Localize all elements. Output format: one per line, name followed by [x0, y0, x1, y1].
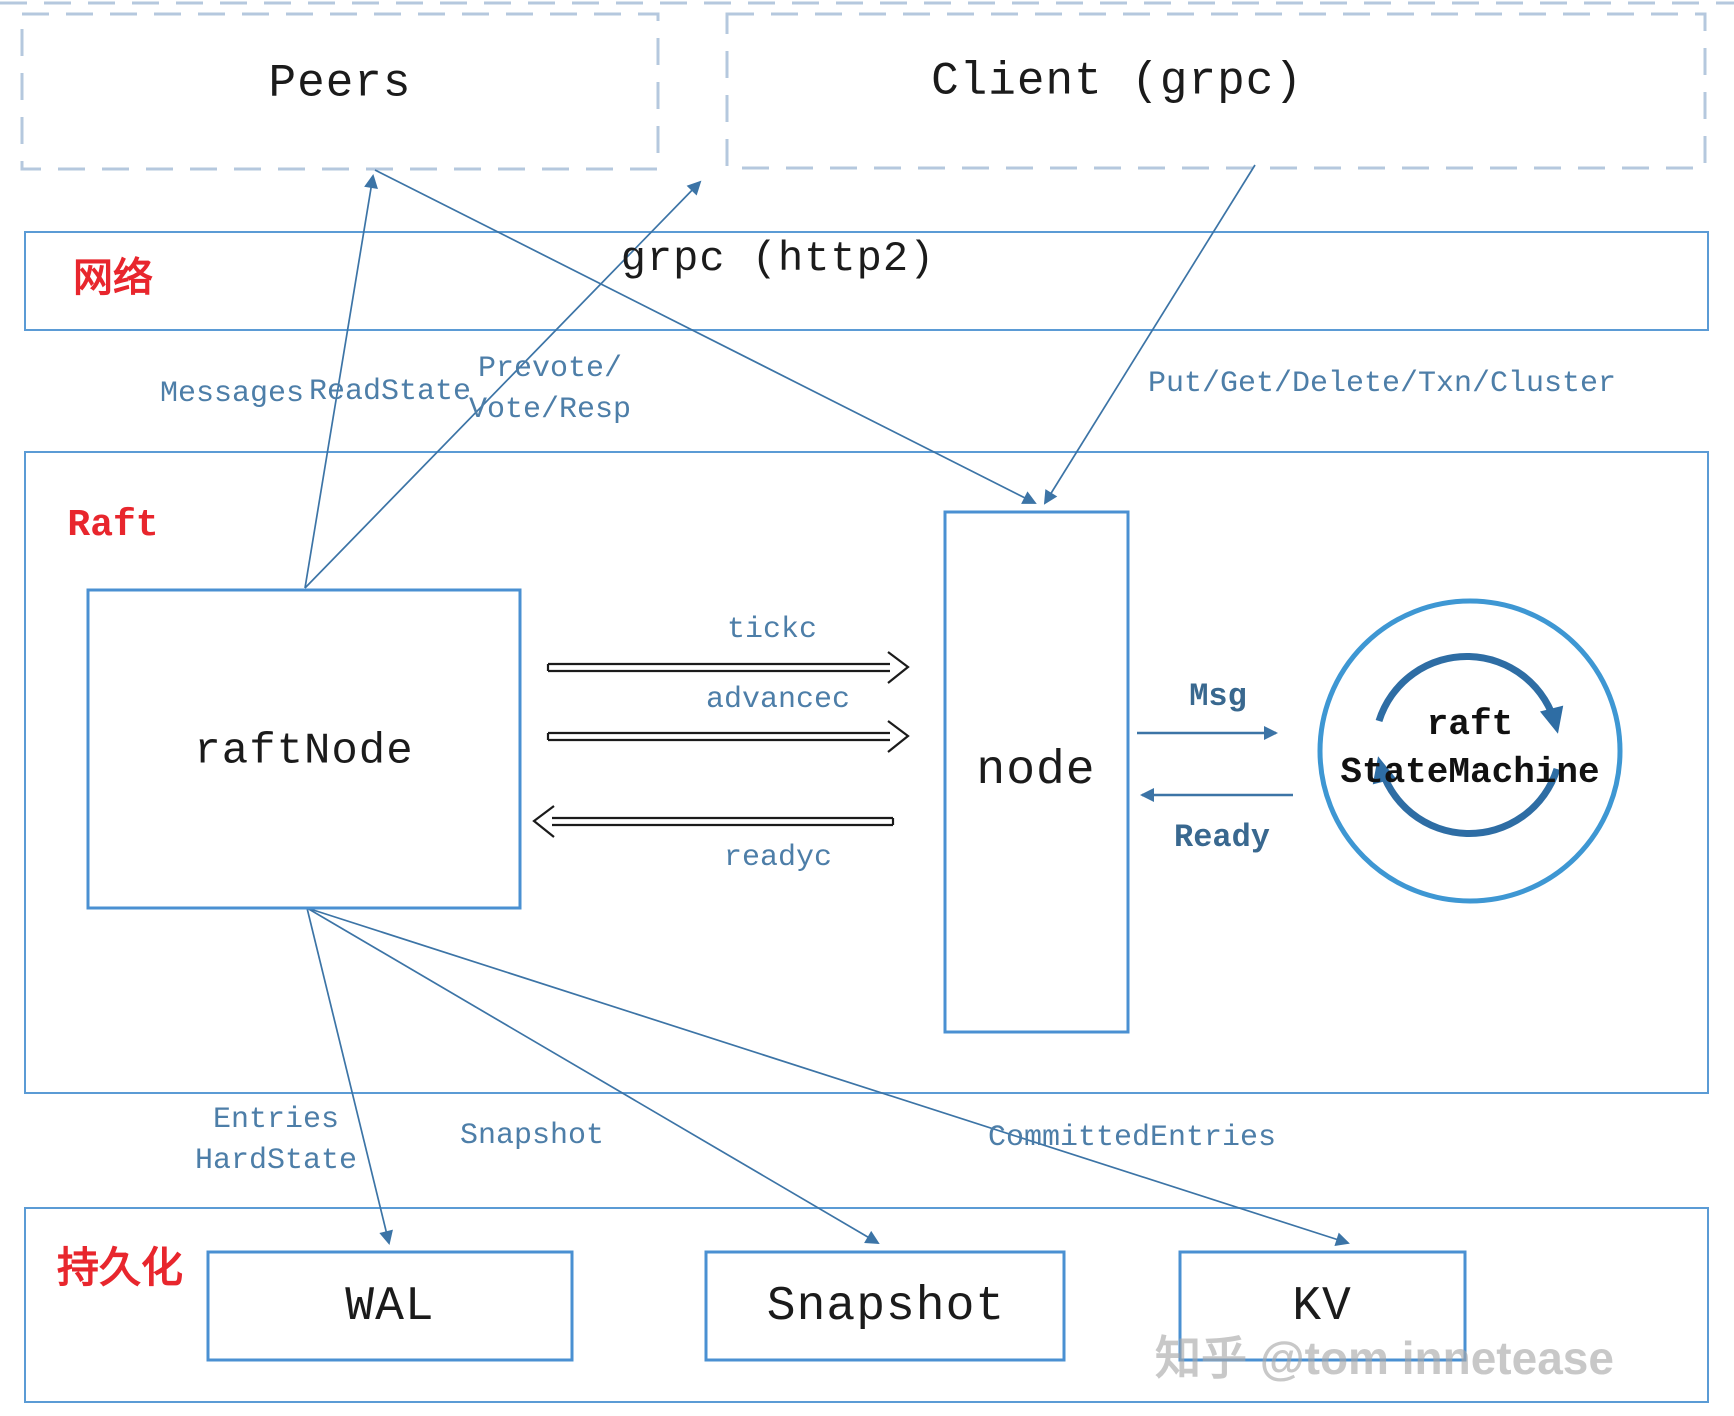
- tickc-channel-arrow: [546, 651, 910, 684]
- advancec-channel-arrow: [546, 720, 910, 753]
- peers-box: [20, 12, 660, 171]
- raftnode-label: raftNode: [194, 726, 414, 777]
- tickc-label: tickc: [726, 613, 818, 647]
- wal-box: [206, 1250, 574, 1362]
- client-box: [725, 12, 1707, 170]
- messages-arrow: [304, 174, 378, 589]
- prevote-line1: Prevote/: [477, 352, 623, 386]
- client-ops-arrow: [1043, 164, 1256, 505]
- cycle-arrow-top: [1375, 653, 1564, 734]
- ready-label: Ready: [1173, 818, 1271, 856]
- client-ops-label: Put/Get/Delete/Txn/Cluster: [1147, 367, 1617, 401]
- state-machine-label: raft StateMachine: [1340, 701, 1599, 797]
- cycle-arrow-bottom: [1372, 756, 1561, 837]
- state-machine-circle: [1317, 598, 1623, 904]
- advancec-label: advancec: [705, 683, 851, 717]
- prevote-line2: Vote/Resp: [468, 393, 632, 427]
- prevote-vote-arrow: [374, 169, 1037, 504]
- kv-box: [1178, 1250, 1467, 1362]
- snapshot-box: [704, 1250, 1066, 1362]
- grpc-http2-title: grpc (http2): [620, 234, 936, 283]
- entries-hardstate-label: Entries HardState: [195, 1100, 357, 1182]
- readstate-arrow: [304, 180, 702, 589]
- snapshot-edge-label: Snapshot: [459, 1119, 605, 1153]
- wal-label: WAL: [345, 1280, 435, 1335]
- node-label: node: [976, 744, 1096, 799]
- readstate-label: ReadState: [308, 375, 472, 409]
- peers-label: Peers: [268, 57, 412, 110]
- readyc-channel-arrow: [532, 805, 895, 838]
- entries-line2: HardState: [194, 1144, 358, 1178]
- watermark: 知乎 @tom innetease: [1155, 1332, 1614, 1384]
- state-machine-line2: StateMachine: [1340, 752, 1600, 793]
- msg-label: Msg: [1189, 677, 1247, 715]
- client-label: Client (grpc): [931, 55, 1303, 108]
- prevote-vote-label: Prevote/ Vote/Resp: [469, 349, 631, 431]
- messages-label: Messages: [159, 377, 305, 411]
- kv-box-label: KV: [1292, 1280, 1352, 1335]
- readyc-label: readyc: [723, 841, 833, 875]
- raft-band-label: Raft: [67, 504, 159, 548]
- snapshot-arrow: [306, 907, 880, 1245]
- committed-entries-arrow: [306, 907, 1350, 1246]
- snapshot-box-label: Snapshot: [766, 1280, 1006, 1335]
- raftnode-box: [86, 588, 522, 910]
- entries-line1: Entries: [212, 1103, 340, 1137]
- network-band-box: [24, 231, 1709, 331]
- persistence-band-label: 持久化: [56, 1243, 184, 1291]
- entries-hardstate-arrow: [306, 907, 393, 1245]
- node-box: [943, 510, 1130, 1034]
- state-machine-line1: raft: [1426, 704, 1514, 745]
- committed-entries-label: CommittedEntries: [987, 1121, 1277, 1155]
- network-band-label: 网络: [73, 256, 153, 300]
